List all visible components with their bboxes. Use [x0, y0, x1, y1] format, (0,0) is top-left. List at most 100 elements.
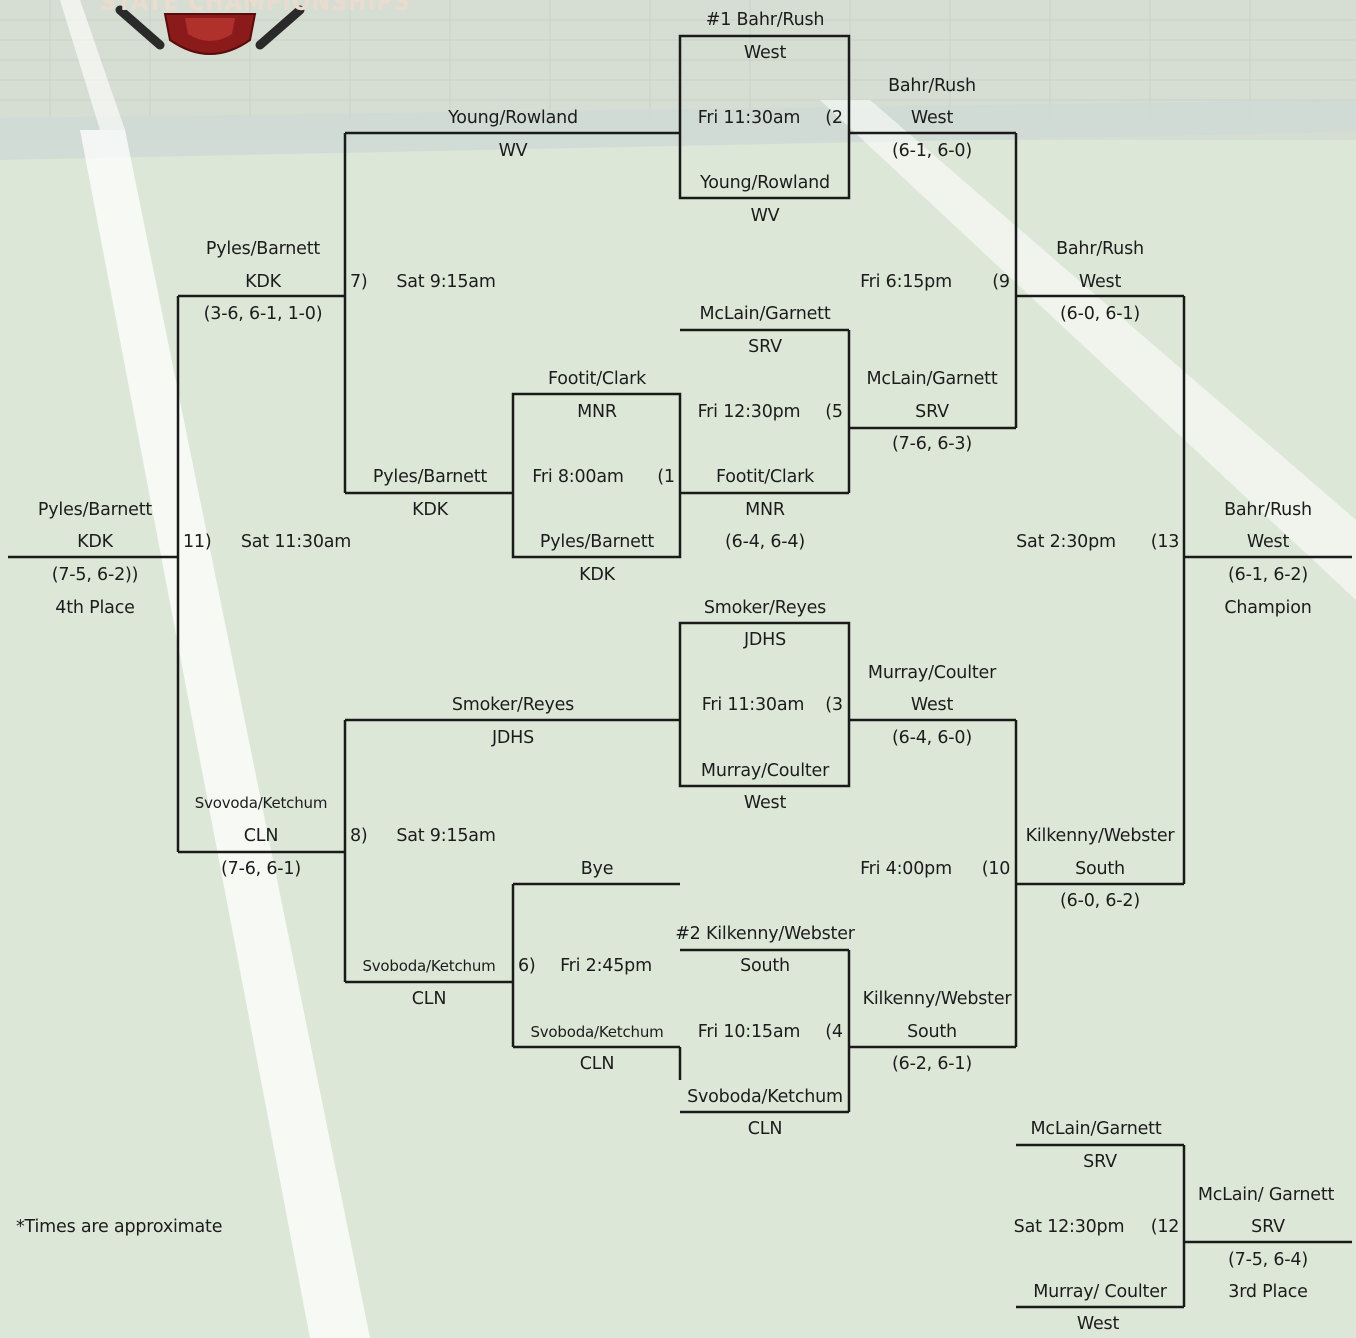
m3-winner-score: (6-4, 6-0) — [892, 728, 972, 748]
m6-winner-name: Svoboda/Ketchum — [530, 1023, 664, 1041]
champion-name: Bahr/Rush — [1224, 500, 1312, 520]
m2-bottom-school: WV — [750, 206, 780, 226]
m7-bottom-name: Pyles/Barnett — [372, 467, 488, 487]
match11-number: 11) — [183, 532, 212, 552]
m9-winner-score: (6-0, 6-1) — [1060, 304, 1140, 324]
m4-winner-name: Kilkenny/Webster — [862, 989, 1012, 1009]
m2-bottom-name: Young/Rowland — [700, 173, 830, 193]
match7-time: Sat 9:15am — [396, 272, 496, 292]
third-place-score: (7-5, 6-4) — [1228, 1250, 1308, 1270]
m4-winner-score: (6-2, 6-1) — [892, 1054, 972, 1074]
match9-time: Fri 6:15pm — [860, 272, 952, 292]
m1-bottom-name: Pyles/Barnett — [539, 532, 655, 552]
m8-winner-name: Svovoda/Ketchum — [194, 794, 328, 812]
m9-winner-school: West — [1078, 272, 1122, 292]
championship-logo — [115, 5, 305, 55]
m10-winner-school: South — [1075, 859, 1125, 879]
m4-bottom-school: CLN — [747, 1119, 783, 1139]
m1-top-name: Footit/Clark — [547, 369, 647, 389]
m8-bottom-name: Svoboda/Ketchum — [362, 957, 496, 975]
m1-winner-name: Footit/Clark — [715, 467, 815, 487]
seed1-name: #1 Bahr/Rush — [705, 10, 825, 30]
champion-label: Champion — [1224, 598, 1312, 618]
m3-winner-school: West — [910, 695, 954, 715]
fourth-place-school: KDK — [77, 532, 113, 552]
m8-winner-school: CLN — [243, 826, 279, 846]
m7-winner-score: (3-6, 6-1, 1-0) — [203, 304, 323, 324]
match1-time: Fri 8:00am — [532, 467, 624, 487]
m5-winner-score: (7-6, 6-3) — [892, 434, 972, 454]
fourth-place-label: 4th Place — [55, 598, 135, 618]
seed2-name: #2 Kilkenny/Webster — [675, 924, 855, 944]
m1-top-school: MNR — [577, 402, 617, 422]
m1-bottom-school: KDK — [579, 565, 615, 585]
m3-top-name: Smoker/Reyes — [703, 598, 827, 618]
m8-bottom-school: CLN — [411, 989, 447, 1009]
match3-time: Fri 11:30am — [701, 695, 805, 715]
m12-top-school: SRV — [1083, 1152, 1117, 1172]
logo-text: STATE CHAMPIONSHIPS — [100, 0, 411, 17]
m2-winner-school: West — [910, 108, 954, 128]
m7-bottom-school: KDK — [412, 500, 448, 520]
m8-winner-score: (7-6, 6-1) — [221, 859, 301, 879]
m6-winner-school: CLN — [579, 1054, 615, 1074]
m7-top-name: Young/Rowland — [448, 108, 578, 128]
m5-winner-name: McLain/Garnett — [866, 369, 998, 389]
m7-top-school: WV — [498, 141, 528, 161]
match5-time: Fri 12:30pm — [697, 402, 801, 422]
match4-number: (4 — [825, 1022, 843, 1042]
m4-winner-school: South — [907, 1022, 957, 1042]
m9-winner-name: Bahr/Rush — [1056, 239, 1144, 259]
match2-time: Fri 11:30am — [697, 108, 801, 128]
match6-number: 6) — [518, 956, 536, 976]
match6-time: Fri 2:45pm — [560, 956, 652, 976]
match5-number: (5 — [825, 402, 843, 422]
m5-top-name: McLain/Garnett — [699, 304, 831, 324]
match13-number: (13 — [1150, 532, 1180, 552]
m12-bottom-name: Murray/ Coulter — [1033, 1282, 1167, 1302]
m5-winner-school: SRV — [915, 402, 949, 422]
match7-number: 7) — [350, 272, 368, 292]
seed1-school: West — [743, 43, 787, 63]
times-approximate-note: *Times are approximate — [16, 1217, 223, 1237]
match11-time: Sat 11:30am — [240, 532, 352, 552]
match10-time: Fri 4:00pm — [860, 859, 952, 879]
match8-time: Sat 9:15am — [396, 826, 496, 846]
m12-bottom-school: West — [1076, 1314, 1120, 1334]
match8-number: 8) — [350, 826, 368, 846]
m8-top-name: Smoker/Reyes — [451, 695, 575, 715]
m3-top-school: JDHS — [743, 630, 787, 650]
match2-number: (2 — [825, 108, 843, 128]
match3-number: (3 — [825, 695, 843, 715]
m3-bottom-school: West — [743, 793, 787, 813]
m2-winner-score: (6-1, 6-0) — [892, 141, 972, 161]
m7-winner-school: KDK — [245, 272, 281, 292]
seed2-school: South — [740, 956, 790, 976]
champion-school: West — [1246, 532, 1290, 552]
m7-winner-name: Pyles/Barnett — [205, 239, 321, 259]
match12-number: (12 — [1150, 1217, 1180, 1237]
fourth-place-score: (7-5, 6-2)) — [51, 565, 139, 585]
m1-winner-school: MNR — [745, 500, 785, 520]
match10-number: (10 — [981, 859, 1011, 879]
m5-top-school: SRV — [748, 337, 782, 357]
third-place-label: 3rd Place — [1228, 1282, 1308, 1302]
champion-score: (6-1, 6-2) — [1228, 565, 1308, 585]
m8-top-school: JDHS — [491, 728, 535, 748]
match1-number: (1 — [657, 467, 675, 487]
match9-number: (9 — [992, 272, 1010, 292]
m2-winner-name: Bahr/Rush — [888, 76, 976, 96]
m3-bottom-name: Murray/Coulter — [700, 761, 830, 781]
match4-time: Fri 10:15am — [697, 1022, 801, 1042]
m10-winner-score: (6-0, 6-2) — [1060, 891, 1140, 911]
m4-bottom-name: Svoboda/Ketchum — [687, 1087, 843, 1107]
m3-winner-name: Murray/Coulter — [867, 663, 997, 683]
match12-time: Sat 12:30pm — [1013, 1217, 1125, 1237]
m1-winner-score: (6-4, 6-4) — [725, 532, 805, 552]
m12-top-name: McLain/Garnett — [1030, 1119, 1162, 1139]
fourth-place-name: Pyles/Barnett — [37, 500, 153, 520]
bye-label: Bye — [580, 859, 614, 879]
match13-time: Sat 2:30pm — [1016, 532, 1116, 552]
